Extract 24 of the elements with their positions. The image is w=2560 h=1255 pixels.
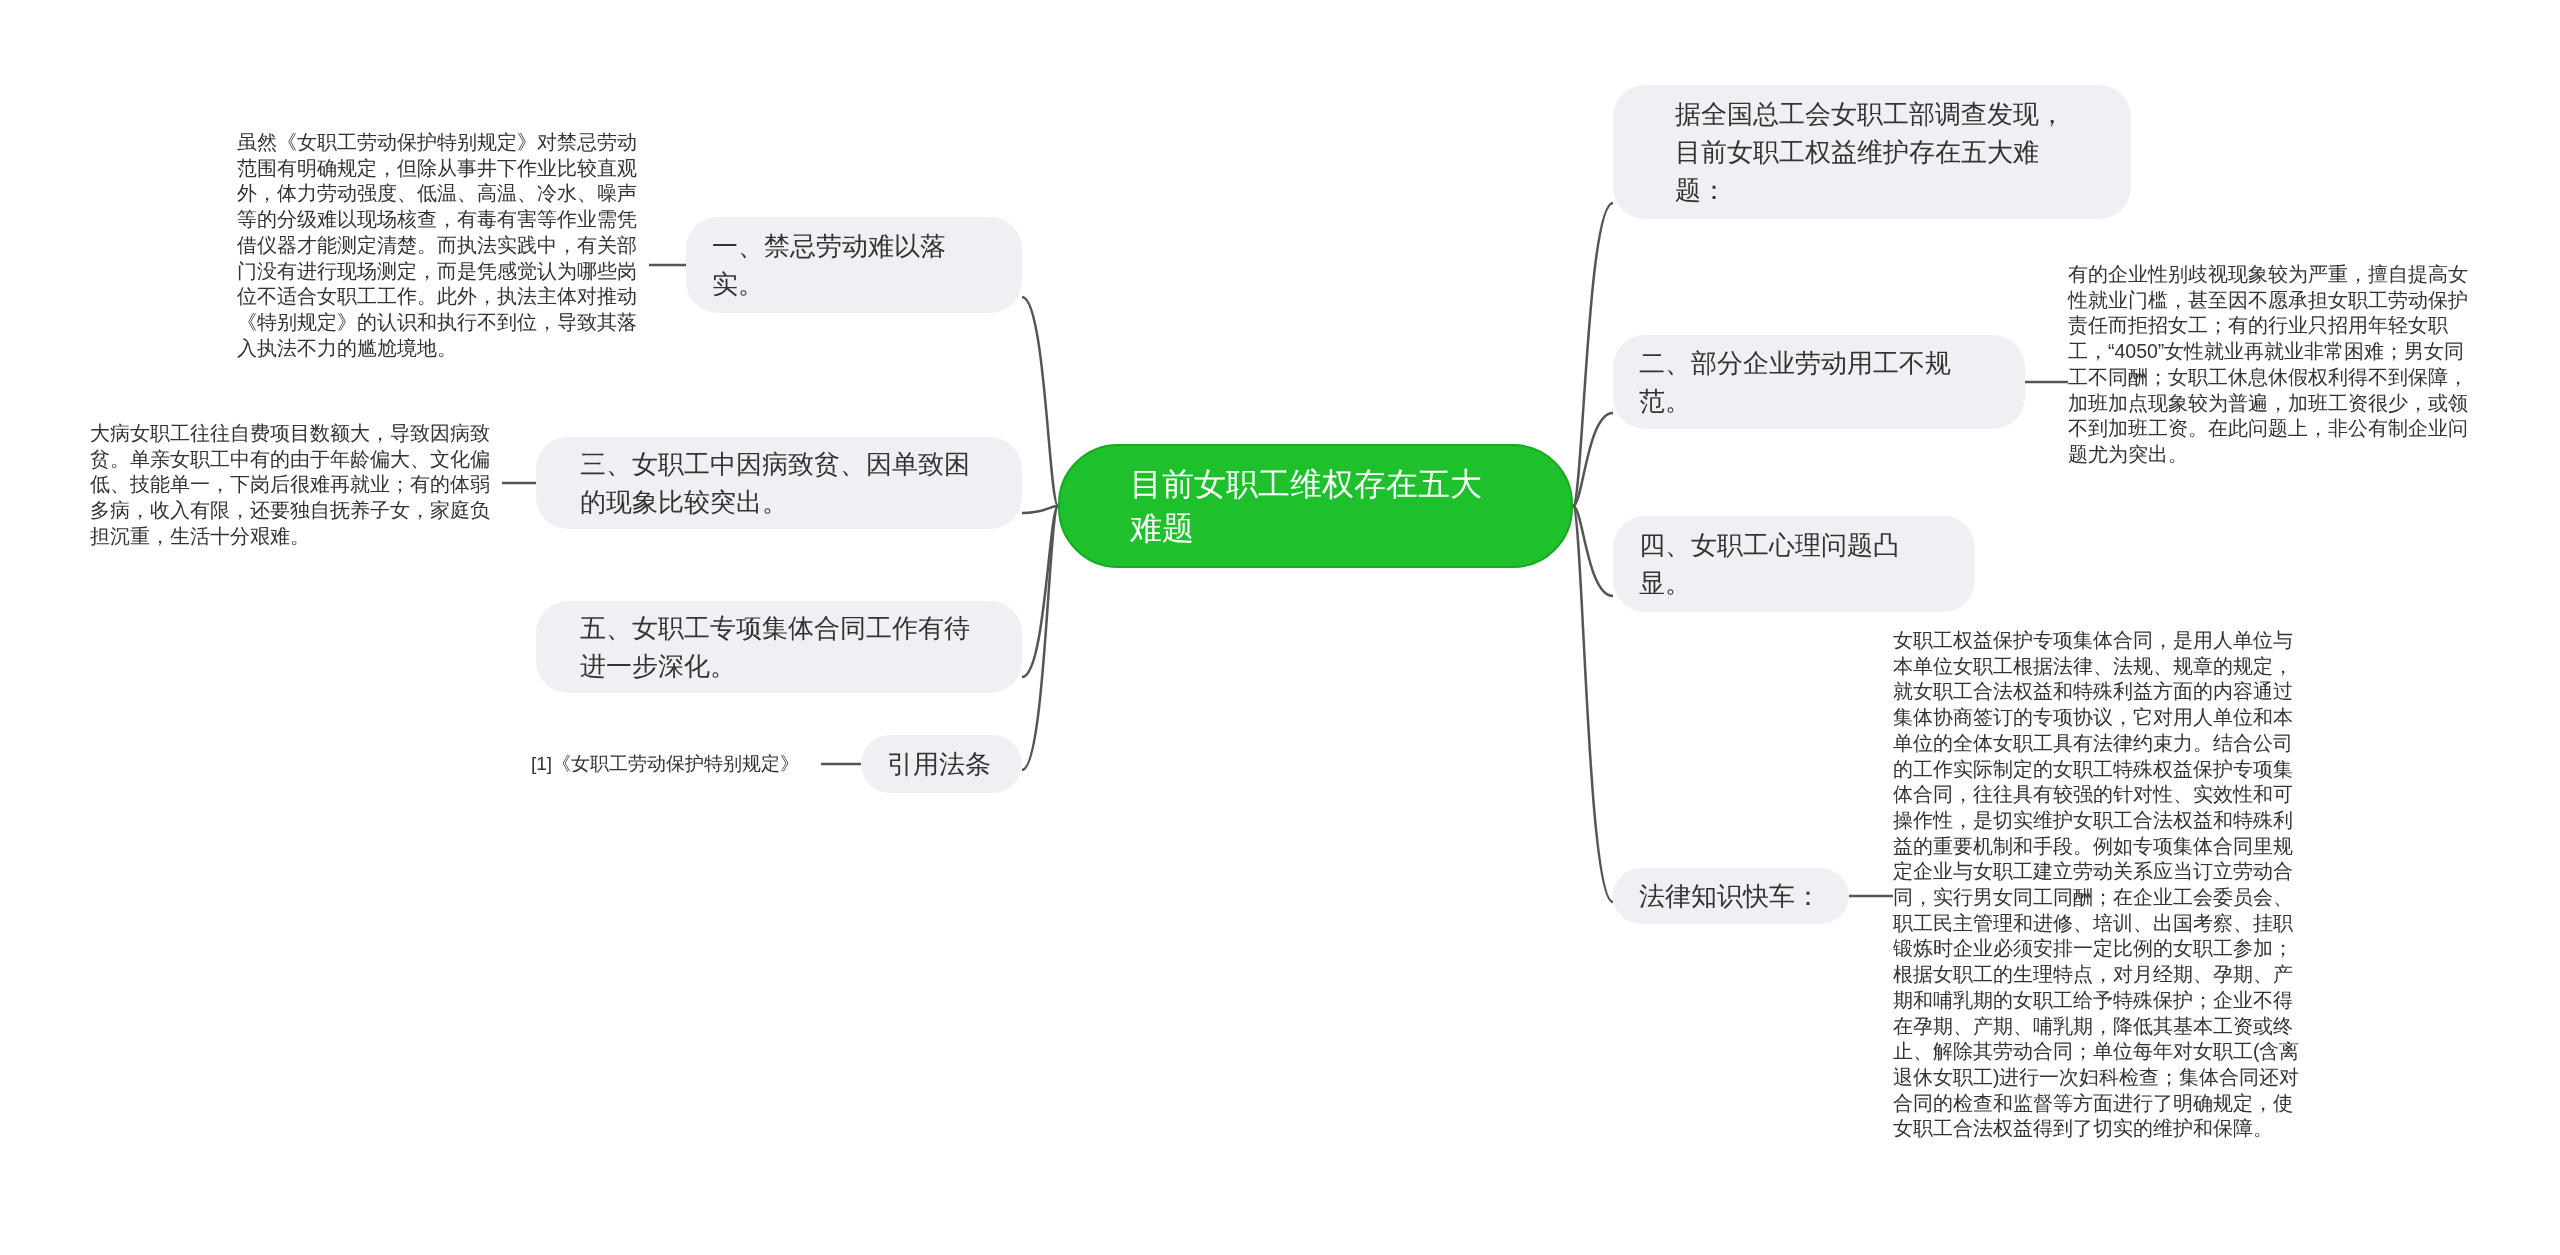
topic-box: 据全国总工会女职工部调查发现，目前女职工权益维护存在五大难题：: [1613, 85, 2131, 219]
note-text: 虽然《女职工劳动保护特别规定》对禁忌劳动范围有明确规定，但除从事井下作业比较直观外，体力劳动强度、低温、高温、冷水、噪声等的分级难以现场核查，有毒有害等作业需凭借仪器才能测定清楚。而执法实践中，有关部门没有进行现场测定，而是凭感觉认为哪些岗位不适合女职工工作。此外，执法主体对推动《特别规定》的认识和执行不到位，导致其落入执法不力的尴尬境地。: [237, 130, 649, 362]
topic-box: 三、女职工中因病致贫、因单致困的现象比较突出。: [536, 437, 1022, 529]
topic-box: 一、禁忌劳动难以落实。: [686, 217, 1022, 313]
topic-box: 五、女职工专项集体合同工作有待进一步深化。: [536, 601, 1022, 693]
citation-text: [1]《女职工劳动保护特别规定》: [531, 751, 821, 777]
connector-line: [1021, 296, 1060, 507]
central-topic: 目前女职工维权存在五大难题: [1058, 444, 1573, 568]
connector-line: [1572, 411, 1614, 507]
connector-line: [2025, 380, 2068, 384]
note-text: 女职工权益保护专项集体合同，是用人单位与本单位女职工根据法律、法规、规章的规定，就女职工合法权益和特殊利益方面的内容通过集体协商签订的专项协议，它对用人单位和本单位的全体女职工具有法律约束力。结合公司的工作实际制定的女职工特殊权益保护专项集体合同，往往具有较强的针对性、实效性和可操作性，是切实维护女职工合法权益和特殊利益的重要机制和手段。例如专项集体合同里规定企业与女职工建立劳动关系应当订立劳动合同，实行男女同工同酬；在企业工会委员会、职工民主管理和进修、培训、出国考察、挂职锻炼时企业必须安排一定比例的女职工参加；根据女职工的生理特点，对月经期、孕期、产期和哺乳期的女职工给予特殊保护；企业不得在孕期、产期、哺乳期，降低其基本工资或终止、解除其劳动合同；单位每年对女职工(含离退休女职工)进行一次妇科检查；集体合同还对合同的检查和监督等方面进行了明确规定，使女职工合法权益得到了切实的维护和保障。: [1893, 628, 2305, 1143]
connector-line: [1021, 504, 1059, 515]
topic-box: 四、女职工心理问题凸显。: [1613, 516, 1975, 612]
connector-line: [1849, 894, 1893, 898]
topic-box: 引用法条: [861, 735, 1022, 793]
topic-box: 二、部分企业劳动用工不规范。: [1613, 335, 2025, 429]
connector-line: [1571, 505, 1614, 903]
connector-line: [1572, 505, 1614, 598]
topic-box: 法律知识快车：: [1613, 868, 1849, 924]
connector-line: [821, 762, 861, 766]
connector-line: [502, 481, 536, 485]
note-text: 有的企业性别歧视现象较为严重，擅自提高女性就业门槛，甚至因不愿承担女职工劳动保护责任而拒招女工；有的行业只招用年轻女职工，“4050”女性就业再就业非常困难；男女同工不同酬；女职工休息休假权利得不到保障，加班加点现象较为普遍，加班工资很少，或领不到加班工资。在此问题上，非公有制企业问题尤为突出。: [2068, 262, 2480, 468]
note-text: 大病女职工往往自费项目数额大，导致因病致贫。单亲女职工中有的由于年龄偏大、文化偏低、技能单一，下岗后很难再就业；有的体弱多病，收入有限，还要独自抚养子女，家庭负担沉重，生活十分艰难。: [90, 421, 502, 550]
connector-line: [649, 263, 686, 267]
